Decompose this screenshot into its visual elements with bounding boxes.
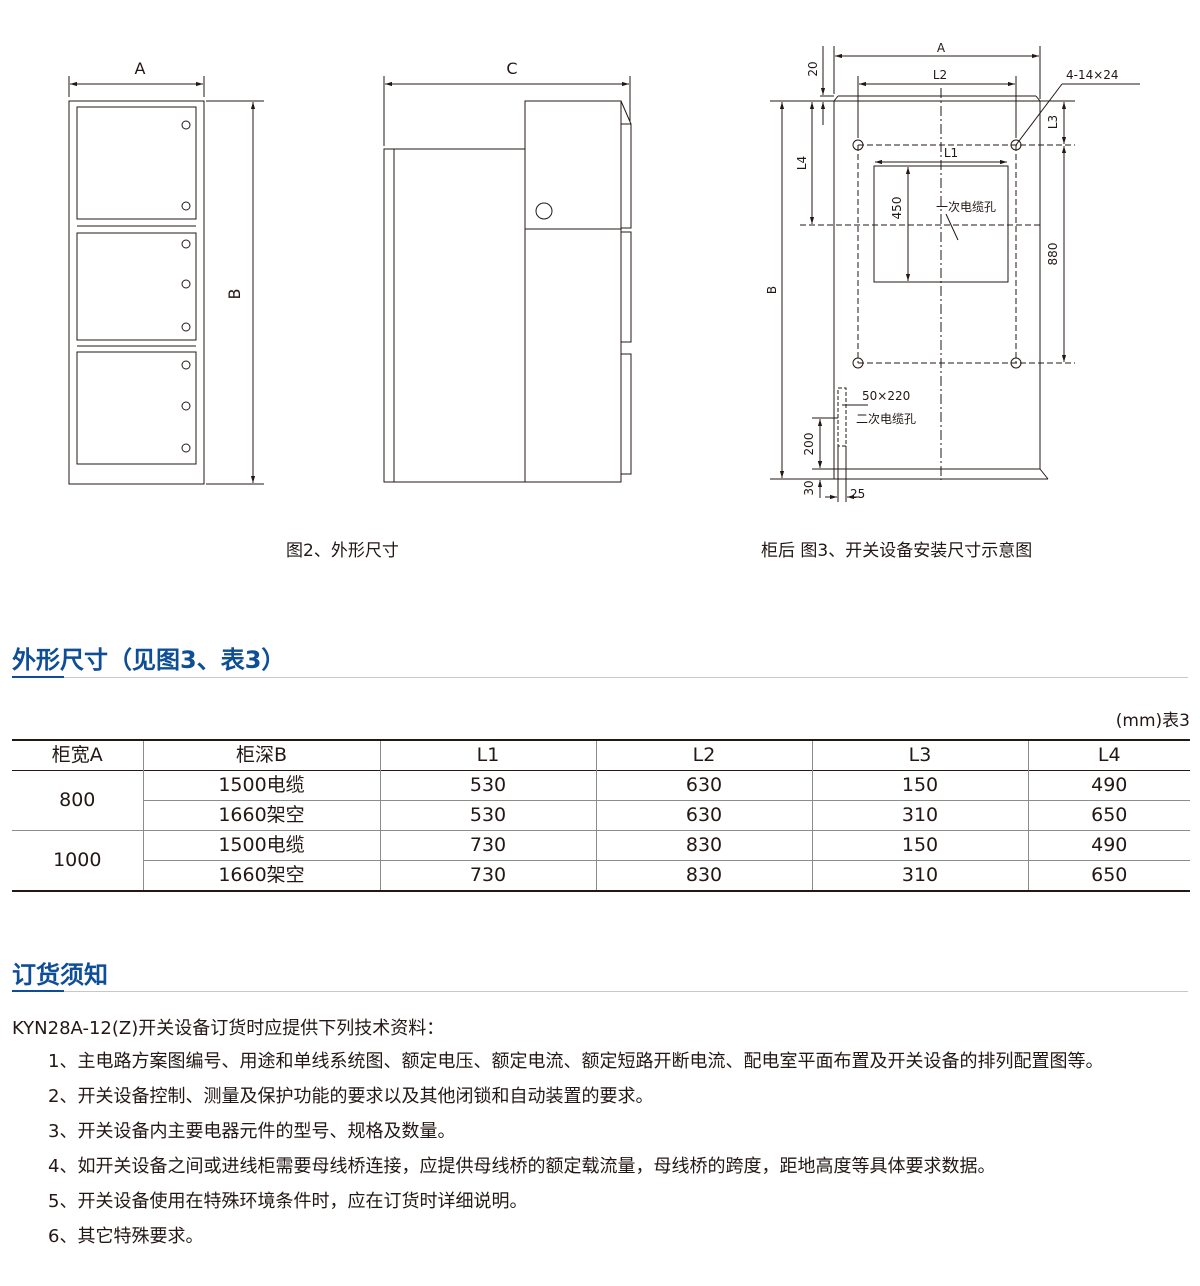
table-row: 800 1500电缆 530 630 150 490 xyxy=(12,770,1190,811)
install-dim-L1-label: L1 xyxy=(944,146,958,160)
cabinet-width-cell: 800 xyxy=(59,789,96,811)
secondary-size-label: 50×220 xyxy=(862,389,910,403)
L4-cell: 490 xyxy=(1027,770,1190,801)
depth-cell: 1500电缆 xyxy=(142,830,380,861)
ordering-section-title: 订货须知 xyxy=(12,961,108,989)
header-L3: L3 xyxy=(811,740,1028,771)
L2-cell: 630 xyxy=(595,800,812,831)
install-dim-A-label: A xyxy=(937,41,946,55)
install-dim-200-label: 200 xyxy=(802,433,816,456)
L1-cell: 730 xyxy=(379,860,596,891)
dimensions-section-title: 外形尺寸（见图3、表3） xyxy=(12,646,286,674)
table-unit-note: (mm)表3 xyxy=(1115,711,1190,731)
header-cabinet-width: 柜宽A xyxy=(51,744,103,766)
dim-A-label: A xyxy=(135,59,146,78)
dim-B-label: B xyxy=(225,289,244,300)
dimensions-table: 柜宽A 柜深B L1 L2 L3 L4 800 1500电缆 530 630 1… xyxy=(12,739,1190,892)
L2-cell: 830 xyxy=(595,830,812,861)
install-dim-B-label: B xyxy=(765,286,779,294)
table-row: 1000 1500电缆 730 830 150 490 xyxy=(12,830,1190,871)
header-L2: L2 xyxy=(595,740,812,771)
L4-cell: 490 xyxy=(1027,830,1190,861)
list-item: 2、开关设备控制、测量及保护功能的要求以及其他闭锁和自动装置的要求。 xyxy=(48,1086,654,1107)
ordering-intro: KYN28A-12(Z)开关设备订货时应提供下列技术资料： xyxy=(12,1018,445,1039)
install-dim-450-label: 450 xyxy=(890,197,904,220)
header-L4: L4 xyxy=(1027,740,1190,771)
install-dim-L4-label: L4 xyxy=(795,156,809,170)
table-row: 1660架空 730 830 310 650 xyxy=(12,860,1190,891)
primary-cable-hole-label: 一次电缆孔 xyxy=(936,200,996,214)
cabinet-width-cell: 1000 xyxy=(53,849,102,871)
header-cabinet-depth: 柜深B xyxy=(142,740,380,771)
install-dim-L3-label: L3 xyxy=(1046,115,1060,129)
install-dim-L2-label: L2 xyxy=(933,68,947,82)
install-dim-20-label: 20 xyxy=(806,61,820,76)
holes-spec-label: 4-14×24 xyxy=(1066,68,1119,82)
L4-cell: 650 xyxy=(1027,860,1190,891)
L3-cell: 310 xyxy=(811,860,1028,891)
install-dim-880-label: 880 xyxy=(1046,243,1060,266)
dimensions-section-divider xyxy=(12,677,1188,678)
depth-cell: 1660架空 xyxy=(142,800,380,831)
L3-cell: 150 xyxy=(811,770,1028,801)
list-item: 3、开关设备内主要电器元件的型号、规格及数量。 xyxy=(48,1121,456,1142)
ordering-requirements-list: 1、主电路方案图编号、用途和单线系统图、额定电压、额定电流、额定短路开断电流、配… xyxy=(48,1048,1103,1258)
L3-cell: 150 xyxy=(811,830,1028,861)
dim-C-label: C xyxy=(506,59,517,78)
list-item: 4、如开关设备之间或进线柜需要母线桥连接，应提供母线桥的额定载流量，母线桥的跨度… xyxy=(48,1156,996,1177)
table-row: 1660架空 530 630 310 650 xyxy=(12,800,1190,831)
install-dim-25-label: 25 xyxy=(850,487,865,501)
figure3-caption: 柜后 图3、开关设备安装尺寸示意图 xyxy=(761,541,1033,561)
depth-cell: 1500电缆 xyxy=(142,770,380,801)
ordering-section-accent xyxy=(12,990,64,992)
header-L1: L1 xyxy=(379,740,596,771)
front-view-drawing xyxy=(68,76,264,485)
L4-cell: 650 xyxy=(1027,800,1190,831)
table-header-row: 柜宽A 柜深B L1 L2 L3 L4 xyxy=(12,740,1190,771)
L3-cell: 310 xyxy=(811,800,1028,831)
secondary-cable-hole-label: 二次电缆孔 xyxy=(856,412,916,426)
list-item: 1、主电路方案图编号、用途和单线系统图、额定电压、额定电流、额定短路开断电流、配… xyxy=(48,1051,1104,1072)
side-view-drawing xyxy=(383,76,632,483)
L1-cell: 730 xyxy=(379,830,596,861)
list-item: 6、其它特殊要求。 xyxy=(48,1226,204,1247)
L1-cell: 530 xyxy=(379,770,596,801)
installation-view-drawing xyxy=(770,46,1140,502)
figure2-caption: 图2、外形尺寸 xyxy=(286,541,399,561)
install-dim-30-label: 30 xyxy=(802,480,816,495)
technical-drawings: A B C xyxy=(68,41,1140,502)
L1-cell: 530 xyxy=(379,800,596,831)
L2-cell: 830 xyxy=(595,860,812,891)
dimensions-section-accent xyxy=(12,676,64,678)
L2-cell: 630 xyxy=(595,770,812,801)
ordering-section-divider xyxy=(12,991,1188,992)
list-item: 5、开关设备使用在特殊环境条件时，应在订货时详细说明。 xyxy=(48,1191,528,1212)
depth-cell: 1660架空 xyxy=(142,860,380,891)
